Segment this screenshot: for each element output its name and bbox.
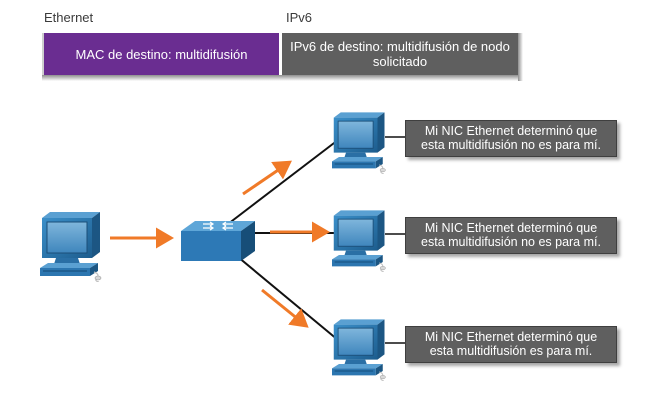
frame-shadow-right [518, 33, 523, 81]
switch-icon [181, 221, 255, 261]
message-pc3: Mi NIC Ethernet determinó que esta multi… [405, 326, 617, 363]
message-pc1: Mi NIC Ethernet determinó que esta multi… [405, 120, 617, 157]
arrow-icon-pc3 [261, 288, 309, 328]
computer-icon-pc3 [332, 319, 386, 381]
message-pc2: Mi NIC Ethernet determinó que esta multi… [405, 217, 617, 254]
computer-icon-pc2 [332, 210, 386, 272]
mac-destination-field: MAC de destino: multidifusión [42, 33, 279, 75]
arrow-icon-pc1 [242, 160, 292, 196]
ipv6-destination-field: IPv6 de destino: multidifusión de nodo s… [282, 33, 518, 75]
link-to-pc1 [227, 139, 339, 225]
computer-icon-source [40, 212, 102, 282]
computer-icon-pc1 [332, 112, 386, 174]
ethernet-label: Ethernet [44, 10, 94, 25]
frame-shadow [42, 75, 518, 81]
link-to-pc3 [231, 251, 339, 341]
ipv6-label: IPv6 [286, 10, 313, 25]
